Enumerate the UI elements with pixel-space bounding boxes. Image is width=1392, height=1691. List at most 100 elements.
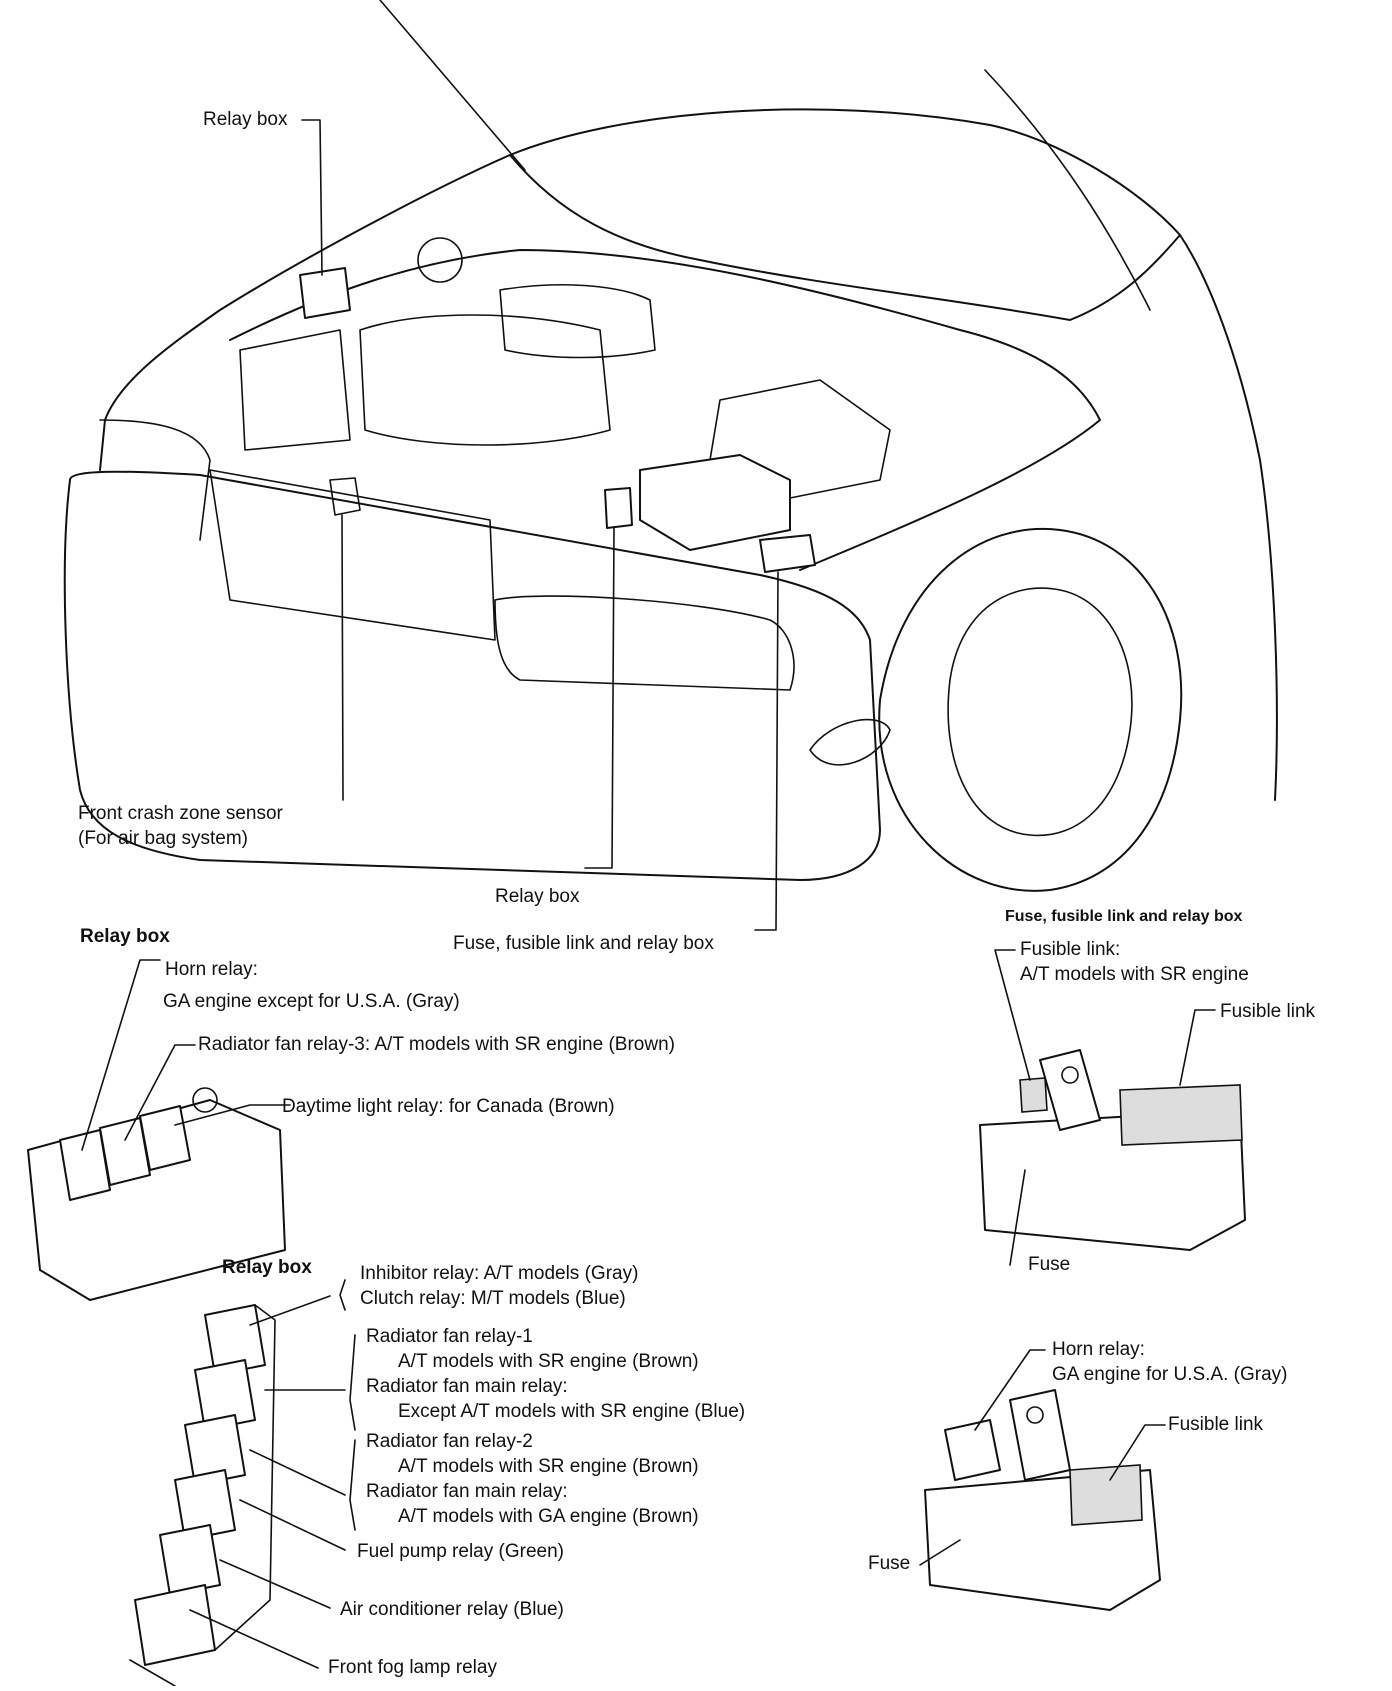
label-fog-lamp-relay: Front fog lamp relay bbox=[328, 1657, 497, 1678]
label-horn-relay-usa-sub: GA engine for U.S.A. (Gray) bbox=[1052, 1364, 1288, 1385]
relay-stack-illustration bbox=[129, 1304, 276, 1687]
fusible-link-part bbox=[1019, 1077, 1048, 1113]
label-fuse-box-header: Fuse, fusible link and relay box bbox=[1005, 908, 1243, 925]
label-fusible-link-3: Fusible link bbox=[1168, 1414, 1264, 1435]
leader-fuse-2 bbox=[919, 1539, 961, 1566]
stack-relay-4 bbox=[174, 1469, 236, 1541]
wheel-hub bbox=[947, 587, 1133, 837]
engine-bay-rim bbox=[229, 249, 1101, 571]
label-fuse-1: Fuse bbox=[1028, 1254, 1071, 1275]
label-rad-fan-main-2-sub: A/T models with GA engine (Brown) bbox=[398, 1506, 699, 1527]
fuse-box-right-illustration bbox=[979, 1049, 1246, 1251]
leader-fuse-1 bbox=[1009, 1169, 1026, 1266]
label-fuse-2: Fuse bbox=[868, 1553, 911, 1574]
stack-relay-3 bbox=[184, 1414, 246, 1486]
stack-bracket bbox=[129, 1659, 176, 1687]
leader-radiator-fan-3 bbox=[124, 1044, 196, 1141]
label-clutch-relay: Clutch relay: M/T models (Blue) bbox=[360, 1288, 626, 1309]
label-front-crash-sensor-sub: (For air bag system) bbox=[78, 828, 248, 849]
fusible-link-block-2 bbox=[1069, 1464, 1143, 1526]
leader-fuse-box bbox=[754, 571, 779, 931]
right-headlight bbox=[494, 595, 795, 691]
air-cleaner bbox=[499, 284, 656, 359]
fuse-box-hole bbox=[1061, 1066, 1079, 1084]
left-fender bbox=[99, 154, 511, 471]
hood bbox=[509, 108, 1181, 321]
label-relay-box-top: Relay box bbox=[203, 109, 288, 130]
hood-prop-line bbox=[379, 0, 526, 171]
label-ac-relay: Air conditioner relay (Blue) bbox=[340, 1599, 564, 1620]
label-rad-fan-relay-2: Radiator fan relay-2 bbox=[366, 1431, 533, 1452]
fuse-box-2-hole bbox=[1026, 1406, 1044, 1424]
fuse-box-right-lower-illustration bbox=[924, 1389, 1161, 1611]
fusible-link-row bbox=[1119, 1084, 1243, 1146]
leader-fusible-link-3 bbox=[1109, 1424, 1166, 1481]
car-illustration bbox=[63, 0, 1278, 892]
label-fusible-link-1-sub: A/T models with SR engine bbox=[1020, 964, 1249, 985]
left-headlight bbox=[99, 419, 211, 541]
leader-relay-box-top bbox=[301, 119, 323, 276]
label-relay-box-mid: Relay box bbox=[495, 886, 580, 907]
label-horn-relay: Horn relay: bbox=[165, 959, 258, 980]
label-rad-fan-relay-2-sub: A/T models with SR engine (Brown) bbox=[398, 1456, 699, 1477]
label-fusible-link-1: Fusible link: bbox=[1020, 939, 1121, 960]
mount-hole bbox=[192, 1087, 218, 1113]
label-fusible-link-2: Fusible link bbox=[1220, 1001, 1316, 1022]
engine-block bbox=[359, 314, 611, 446]
label-horn-relay-usa: Horn relay: bbox=[1052, 1339, 1145, 1360]
stack-relay-5 bbox=[159, 1524, 221, 1596]
leader-fog-lamp bbox=[189, 1609, 319, 1669]
leader-crash-sensor bbox=[341, 514, 344, 801]
label-rad-fan-main-2: Radiator fan main relay: bbox=[366, 1481, 568, 1502]
label-relay-box-lower: Relay box bbox=[222, 1257, 312, 1278]
strut-tower bbox=[417, 237, 463, 283]
brace-1 bbox=[339, 1279, 346, 1311]
fuse-box-part bbox=[759, 534, 816, 573]
label-radiator-fan-relay-3: Radiator fan relay-3: A/T models with SR… bbox=[198, 1034, 675, 1055]
battery bbox=[639, 454, 791, 551]
label-rad-fan-relay-1: Radiator fan relay-1 bbox=[366, 1326, 533, 1347]
leader-inhibitor bbox=[249, 1295, 331, 1326]
front-bumper bbox=[63, 470, 881, 881]
brace-2 bbox=[349, 1334, 356, 1431]
stack-relay-6 bbox=[134, 1584, 216, 1666]
leader-fuel-pump bbox=[239, 1499, 346, 1551]
label-rad-fan-relay-1-sub: A/T models with SR engine (Brown) bbox=[398, 1351, 699, 1372]
right-body bbox=[1179, 234, 1278, 801]
label-rad-fan-main-1-sub: Except A/T models with SR engine (Blue) bbox=[398, 1401, 746, 1422]
horn-relay-block bbox=[944, 1419, 1001, 1481]
relay-box-mid-part bbox=[604, 487, 633, 529]
leader-horn-relay bbox=[81, 959, 161, 1151]
leader-rad-fan-2 bbox=[249, 1449, 346, 1496]
label-inhibitor-relay: Inhibitor relay: A/T models (Gray) bbox=[360, 1263, 639, 1284]
stack-relay-1 bbox=[204, 1304, 266, 1376]
label-daytime-light-relay: Daytime light relay: for Canada (Brown) bbox=[282, 1096, 615, 1117]
fuse-box-fin bbox=[1039, 1049, 1101, 1131]
leader-fusible-link-1 bbox=[994, 949, 1031, 1081]
side-marker bbox=[809, 718, 891, 766]
label-fuse-box-main: Fuse, fusible link and relay box bbox=[453, 933, 714, 954]
relay-box-top-part bbox=[299, 267, 351, 319]
leader-ac-relay bbox=[219, 1559, 331, 1609]
hood-edge-line bbox=[984, 69, 1151, 311]
leader-relay-box-mid bbox=[584, 527, 615, 869]
relay-box-left-illustration bbox=[27, 1087, 286, 1301]
reservoir bbox=[239, 329, 351, 451]
grille bbox=[209, 469, 496, 641]
stack-relay-2 bbox=[194, 1359, 256, 1431]
crash-sensor-part bbox=[329, 477, 361, 516]
fuse-box-2-fin bbox=[1009, 1389, 1071, 1481]
label-relay-box-header: Relay box bbox=[80, 926, 170, 947]
relay-block-3 bbox=[139, 1105, 191, 1171]
relay-block-2 bbox=[99, 1117, 151, 1186]
label-rad-fan-main-1: Radiator fan main relay: bbox=[366, 1376, 568, 1397]
label-fuel-pump-relay: Fuel pump relay (Green) bbox=[357, 1541, 564, 1562]
label-front-crash-sensor: Front crash zone sensor bbox=[78, 803, 283, 824]
brace-3 bbox=[349, 1439, 356, 1531]
leader-horn-relay-usa bbox=[974, 1349, 1046, 1431]
front-wheel bbox=[878, 527, 1183, 892]
label-horn-relay-sub: GA engine except for U.S.A. (Gray) bbox=[163, 991, 460, 1012]
leader-daytime-light bbox=[174, 1104, 291, 1126]
